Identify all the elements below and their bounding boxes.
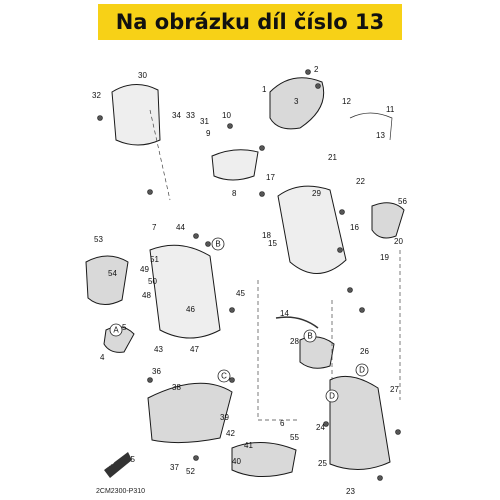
callout-45: 45: [236, 289, 245, 298]
callout-15: 15: [268, 239, 277, 248]
callout-6: 6: [280, 419, 285, 428]
callout-36: 36: [152, 367, 161, 376]
callout-44: 44: [176, 223, 185, 232]
ref-letter-c: C: [221, 372, 227, 381]
callout-16: 16: [350, 223, 359, 232]
callout-39: 39: [220, 413, 229, 422]
inner-panel: [149, 244, 221, 339]
side-duct: [299, 336, 335, 369]
ref-letter-b: B: [215, 240, 220, 249]
callout-46: 46: [186, 305, 195, 314]
callout-56: 56: [398, 197, 407, 206]
callout-1: 1: [262, 85, 267, 94]
bolts: [97, 69, 401, 481]
callout-10: 10: [222, 111, 231, 120]
callout-53: 53: [94, 235, 103, 244]
callout-40: 40: [232, 457, 241, 466]
callout-4: 4: [100, 353, 105, 362]
callout-38: 38: [172, 383, 181, 392]
assembly-line-2: [257, 280, 300, 421]
headlight-cover: [269, 77, 325, 130]
callout-49: 49: [140, 265, 149, 274]
callout-55: 55: [290, 433, 299, 442]
cable: [275, 316, 319, 329]
callout-12: 12: [342, 97, 351, 106]
callout-34: 34: [172, 111, 181, 120]
callout-27: 27: [390, 385, 399, 394]
callout-24: 24: [316, 423, 325, 432]
callout-54: 54: [108, 269, 117, 278]
windshield: [111, 84, 161, 146]
callout-32: 32: [92, 91, 101, 100]
callout-30: 30: [138, 71, 147, 80]
callout-29: 29: [312, 189, 321, 198]
callout-33: 33: [186, 111, 195, 120]
callout-3: 3: [294, 97, 299, 106]
callout-19: 19: [380, 253, 389, 262]
callout-9: 9: [206, 129, 211, 138]
mirror-stay: [349, 112, 393, 141]
callout-47: 47: [190, 345, 199, 354]
meter-visor: [211, 149, 259, 181]
callout-14: 14: [280, 309, 289, 318]
callout-8: 8: [232, 189, 237, 198]
callout-50: 50: [148, 277, 157, 286]
reference-markers: A B B C D D: [109, 237, 369, 403]
under-cowl: [329, 375, 391, 470]
callout-23: 23: [346, 487, 355, 496]
side-cowl-left: [85, 255, 129, 305]
callout-26: 26: [360, 347, 369, 356]
lower-cowl: [147, 382, 233, 444]
callout-43: 43: [154, 345, 163, 354]
ref-letter-d: D: [359, 366, 365, 375]
callout-52: 52: [186, 467, 195, 476]
callout-18: 18: [262, 231, 271, 240]
callout-25: 25: [318, 459, 327, 468]
banner-title: Na obrázku díl číslo 13: [115, 10, 385, 34]
callout-20: 20: [394, 237, 403, 246]
upper-fairing: [277, 185, 347, 274]
callout-37: 37: [170, 463, 179, 472]
callout-11: 11: [386, 105, 395, 114]
callout-13: 13: [376, 131, 385, 140]
callout-51: 51: [150, 255, 159, 264]
ref-letter-b-2: B: [307, 332, 312, 341]
callout-2: 2: [314, 65, 319, 74]
callout-31: 31: [200, 117, 209, 126]
callout-5: 5: [122, 323, 127, 332]
ref-letter-a: A: [113, 326, 119, 335]
callout-28: 28: [290, 337, 299, 346]
callout-17: 17: [266, 173, 275, 182]
side-cowl-right: [371, 202, 405, 239]
callout-labels: 1 2 3 4 5 6 7 8 9 10 11 12 13 14 15 16 1…: [92, 65, 407, 496]
callout-41: 41: [244, 441, 253, 450]
mud-flap: [231, 441, 297, 477]
callout-7: 7: [152, 223, 157, 232]
fwd-arrow: FWD: [102, 452, 132, 478]
callout-42: 42: [226, 429, 235, 438]
ref-letter-d-2: D: [329, 392, 335, 401]
part-number-banner: Na obrázku díl číslo 13: [98, 4, 402, 40]
callout-22: 22: [356, 177, 365, 186]
callout-21: 21: [328, 153, 337, 162]
assembly-line-1: [149, 109, 171, 201]
diagram-code: 2CM2300-P310: [96, 488, 146, 495]
callout-48: 48: [142, 291, 151, 300]
